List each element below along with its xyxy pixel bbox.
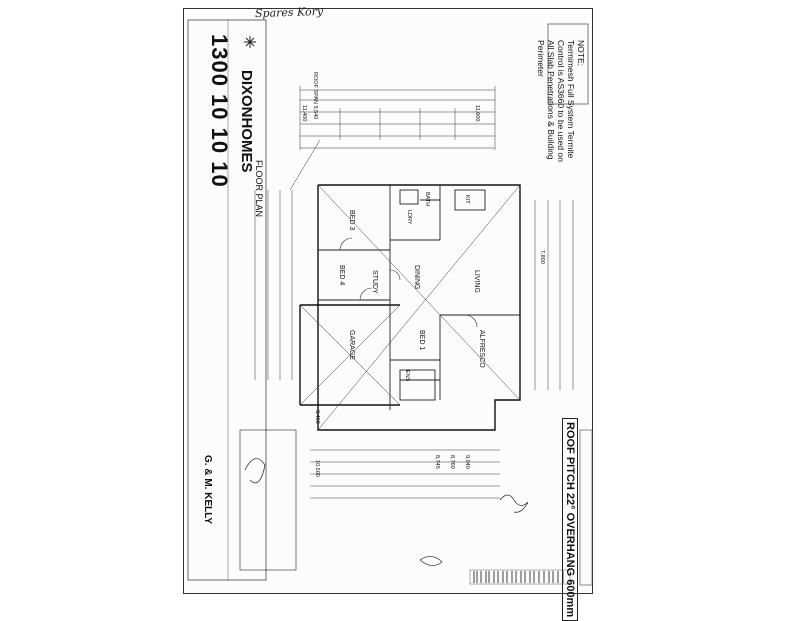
room-bed3: BED 3: [348, 210, 355, 231]
dim-c: 9,040: [464, 455, 470, 469]
room-bed4: BED 4: [338, 265, 345, 286]
dim-roof-span: ROOF SPAN 9,540: [312, 72, 318, 120]
roof-pitch-label: ROOF PITCH 22° OVERHANG 600mm: [562, 418, 578, 621]
dim-top-total: 11,600: [474, 105, 480, 122]
approval-stamp-block: [239, 429, 297, 571]
dim-a: 8,745: [434, 455, 440, 469]
room-laundry: LDRY: [406, 210, 412, 225]
title-block: [187, 19, 267, 581]
room-living: LIVING: [473, 270, 480, 293]
note-heading: NOTE:: [576, 40, 586, 66]
room-dining: DINING: [413, 265, 420, 290]
barcode: [469, 569, 571, 585]
room-bath: BATH: [424, 192, 430, 207]
handwritten-signature: [244, 458, 529, 566]
dim-top-overall: 11,400: [301, 105, 307, 122]
room-study: STUDY: [371, 270, 378, 294]
room-bed1: BED 1: [418, 330, 425, 351]
client-name: G. & M. KELLY: [202, 455, 213, 525]
plan-type: FLOOR PLAN: [254, 160, 264, 218]
dim-bottom-b: 3,460: [314, 410, 320, 424]
note-line-1: Termimesh Full System Termite: [566, 40, 576, 159]
spec-note-block: [547, 23, 589, 105]
room-ens: ENS: [404, 370, 410, 382]
room-kitchen: KIT: [464, 195, 470, 204]
room-alfresco: ALFRESCO: [478, 330, 485, 368]
note-line-2: Control is AS3660 to be used on: [556, 40, 566, 162]
floor-plan-drawing: [187, 19, 593, 586]
dim-bottom-a: 10,500: [314, 460, 320, 477]
room-garage: GARAGE: [348, 330, 355, 360]
termite-note: NOTE:: [576, 40, 586, 66]
dim-b: 8,760: [449, 455, 455, 469]
company-logo: [244, 36, 256, 48]
note-line-3: All Slab Penetrations & Building: [546, 40, 556, 160]
floor-plan-sheet: [183, 8, 593, 594]
company-phone: 1300 10 10 10: [207, 34, 232, 188]
note-line-4: Perimeter: [536, 40, 546, 77]
company-brand: DIXONHOMES: [238, 70, 255, 173]
dim-d: 7,800: [539, 250, 545, 264]
